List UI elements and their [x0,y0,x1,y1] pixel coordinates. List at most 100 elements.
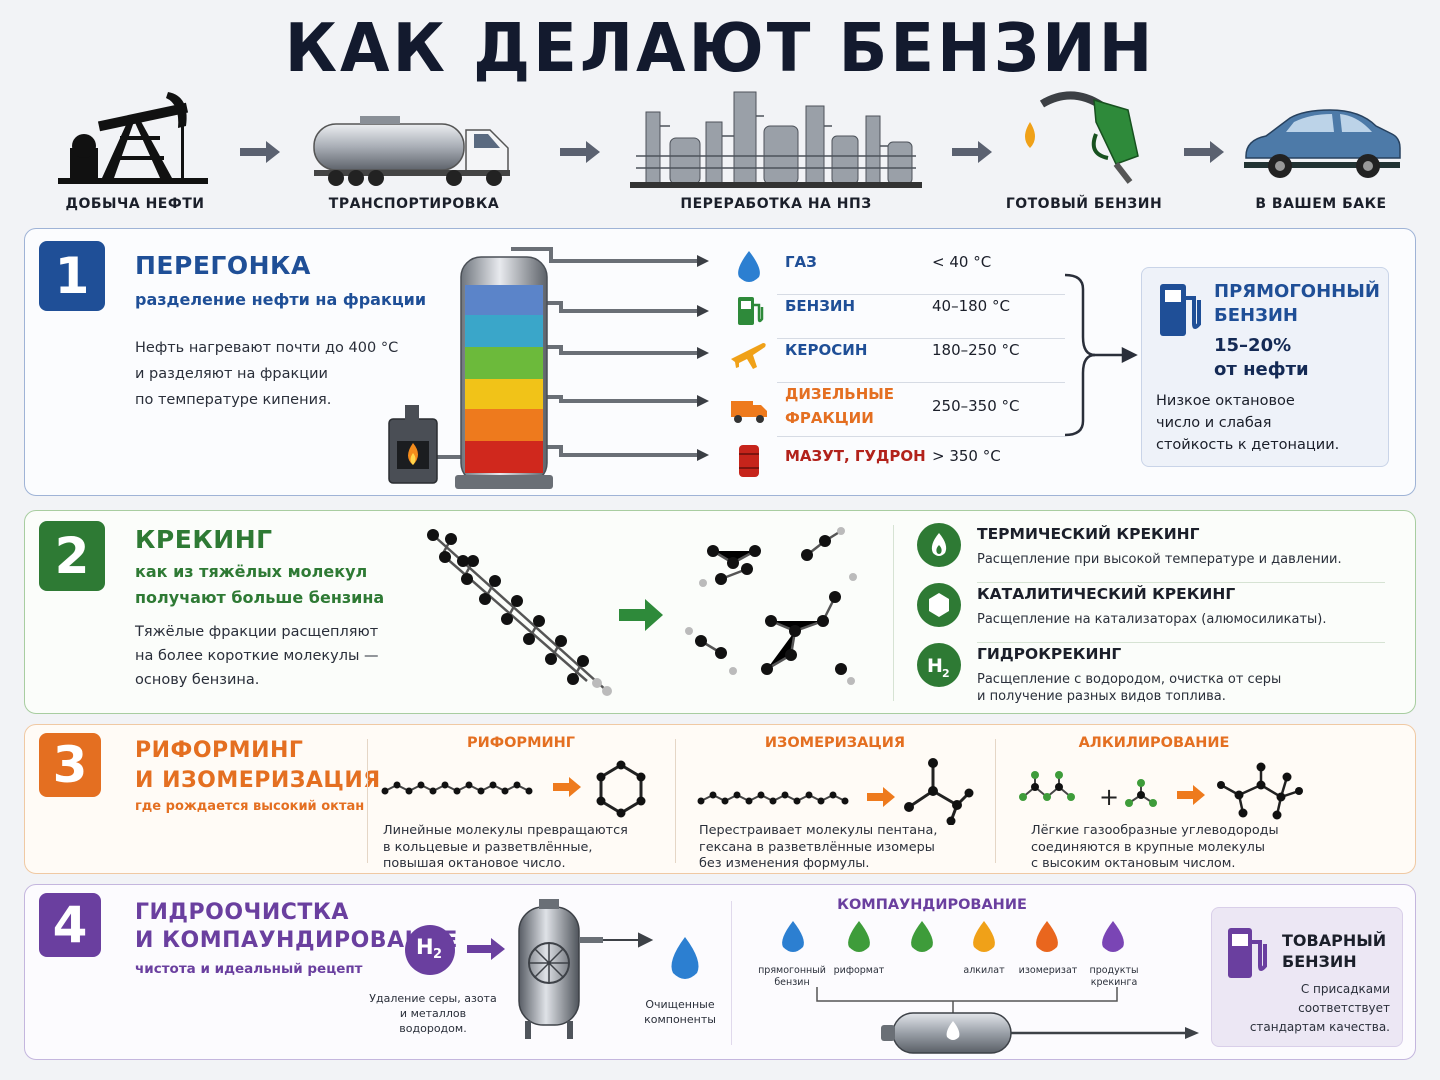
process-title: ИЗОМЕРИЗАЦИЯ [764,735,906,751]
fraction-temp: 40–180 °С [932,297,1010,315]
process-isomerization: ИЗОМЕРИЗАЦИЯ Перестраивает молекулы пент… [675,735,995,871]
process-row: ДОБЫЧА НЕФТИ ТРАНСПОРТИРОВКА [0,86,1440,216]
cracking-type: ТЕРМИЧЕСКИЙ КРЕКИНГ Расщепление при высо… [915,519,1385,583]
tanker-truck-icon [313,116,510,186]
section-number: 2 [39,521,105,591]
process-reforming: РИФОРМИНГ Линейные молекулы превращаются… [367,735,675,871]
section-subtitle: разделение нефти на фракции [135,290,427,309]
reforming-molecule-diagram [381,760,646,818]
card-title: ПРЯМОГОННЫЙ [1214,281,1380,302]
section-cracking: 2 КРЕКИНГ как из тяжёлых молекул получаю… [24,510,1416,714]
section-desc: основу бензина. [135,672,260,688]
section-title: И КОМПАУНДИРОВАНИЕ [135,928,458,953]
cracking-title: ГИДРОКРЕКИНГ [977,645,1122,663]
section-desc: на более короткие молекулы — [135,648,379,664]
process-alkylation: АЛКИЛИРОВАНИЕ + Лёгкие газообразные угле… [995,735,1313,871]
arrow-right-icon [1184,141,1224,163]
process-step-transport: ТРАНСПОРТИРОВКА [304,86,524,216]
fraction-name: БЕНЗИН [785,297,855,315]
refinery-icon [630,91,922,188]
section-title: И ИЗОМЕРИЗАЦИЯ [135,768,381,793]
fraction-name: ДИЗЕЛЬНЫЕ [785,385,895,403]
fraction-row: БЕНЗИН 40–180 °С [725,295,1065,339]
fraction-row: ГАЗ < 40 °С [725,251,1065,295]
fraction-name: ФРАКЦИИ [785,409,874,427]
straight-run-gasoline-card: ПРЯМОГОННЫЙ БЕНЗИН 15–20% от нефти Низко… [1141,267,1389,467]
section-desc: и разделяют на фракции [135,366,328,382]
process-step-gasoline: ГОТОВЫЙ БЕНЗИН [1004,86,1164,216]
process-desc: гексана в разветвлённые изомеры [699,839,935,855]
arrow-head-icon [1185,1027,1199,1039]
process-step-car: В ВАШЕМ БАКЕ [1236,86,1406,216]
fuel-pump-icon [1228,928,1267,978]
reactor-illustration [518,899,699,1039]
fraction-row: МАЗУТ, ГУДРОН > 350 °С [725,445,1065,489]
arrow-right-icon [467,938,505,960]
section-title: ГИДРООЧИСТКА [135,900,349,925]
process-desc: в кольцевые и разветвлённые, [383,839,593,855]
fraction-temp: < 40 °С [932,253,992,271]
section-desc: Тяжёлые фракции расщепляют [135,624,379,640]
brace-arrow [1064,273,1138,437]
section-subtitle: получают больше бензина [135,588,385,607]
cracking-title: ТЕРМИЧЕСКИЙ КРЕКИНГ [977,525,1200,543]
cracking-desc: и получение разных видов топлива. [977,689,1226,704]
alkylation-molecule-diagram: + [1019,762,1303,820]
component-label: риформат [833,965,885,976]
card-share: от нефти [1214,359,1309,380]
section-subtitle: чистота и идеальный рецепт [135,961,363,977]
section-number: 4 [39,893,101,957]
cracking-desc: Расщепление при высокой температуре и да… [977,552,1342,567]
section-reforming: 3 РИФОРМИНГ И ИЗОМЕРИЗАЦИЯ где рождается… [24,724,1416,874]
section-number: 3 [39,733,101,797]
truck-icon [731,401,767,423]
card-title: БЕНЗИН [1214,305,1298,326]
section-desc: Нефть нагревают почти до 400 °С [135,340,399,356]
fuel-pump-icon [738,297,764,325]
section-number: 1 [39,241,105,311]
cracking-desc: Расщепление на катализаторах (алюмосилик… [977,612,1327,627]
process-label: ПЕРЕРАБОТКА НА НПЗ [680,196,872,212]
card-note: число и слабая [1156,415,1272,431]
card-note: стойкость к детонации. [1156,437,1340,453]
isomerization-molecule-diagram [697,758,974,825]
process-label: ГОТОВЫЙ БЕНЗИН [1005,196,1163,212]
process-desc: Перестраивает молекулы пентана, [699,823,938,838]
clean-drop [671,937,699,979]
component-label: изомеризат [1018,965,1078,976]
fraction-temp: 250–350 °С [932,397,1020,415]
section-title: КРЕКИНГ [135,525,273,554]
airplane-icon [731,343,766,369]
section-desc: по температуре кипения. [135,392,332,408]
h2-icon: H 2 [405,925,455,975]
process-desc: с высоким октановым числом. [1031,856,1236,871]
process-desc: без изменения формулы. [699,856,870,871]
process-desc: Лёгкие газообразные углеводороды [1031,823,1279,838]
arrow-right-icon [240,141,280,163]
fraction-row: ДИЗЕЛЬНЫЕ ФРАКЦИИ 250–350 °С [725,383,1065,437]
process-step-extraction: ДОБЫЧА НЕФТИ [50,86,220,216]
process-label: ДОБЫЧА НЕФТИ [65,196,205,212]
fuel-nozzle-icon [1025,91,1139,184]
fraction-name: КЕРОСИН [785,341,868,359]
component-label: алкилат [963,965,1005,976]
section-title: ПЕРЕГОНКА [135,251,311,280]
process-desc: соединяются в крупные молекулы [1031,839,1265,855]
blending-title: КОМПАУНДИРОВАНИЕ [837,897,1027,913]
svg-text:+: + [1099,783,1119,811]
process-desc: Линейные молекулы превращаются [383,823,628,838]
fraction-row: КЕРОСИН 180–250 °С [725,339,1065,383]
cracking-title: КАТАЛИТИЧЕСКИЙ КРЕКИНГ [977,585,1236,603]
card-share: 15–20% [1214,335,1292,356]
gasoline-drop [1025,122,1035,148]
section-distillation: 1 ПЕРЕГОНКА разделение нефти на фракции … [24,228,1416,496]
section-title: РИФОРМИНГ [135,738,304,763]
card-note: Низкое октановое [1156,393,1295,409]
hexagon-icon [917,583,961,627]
